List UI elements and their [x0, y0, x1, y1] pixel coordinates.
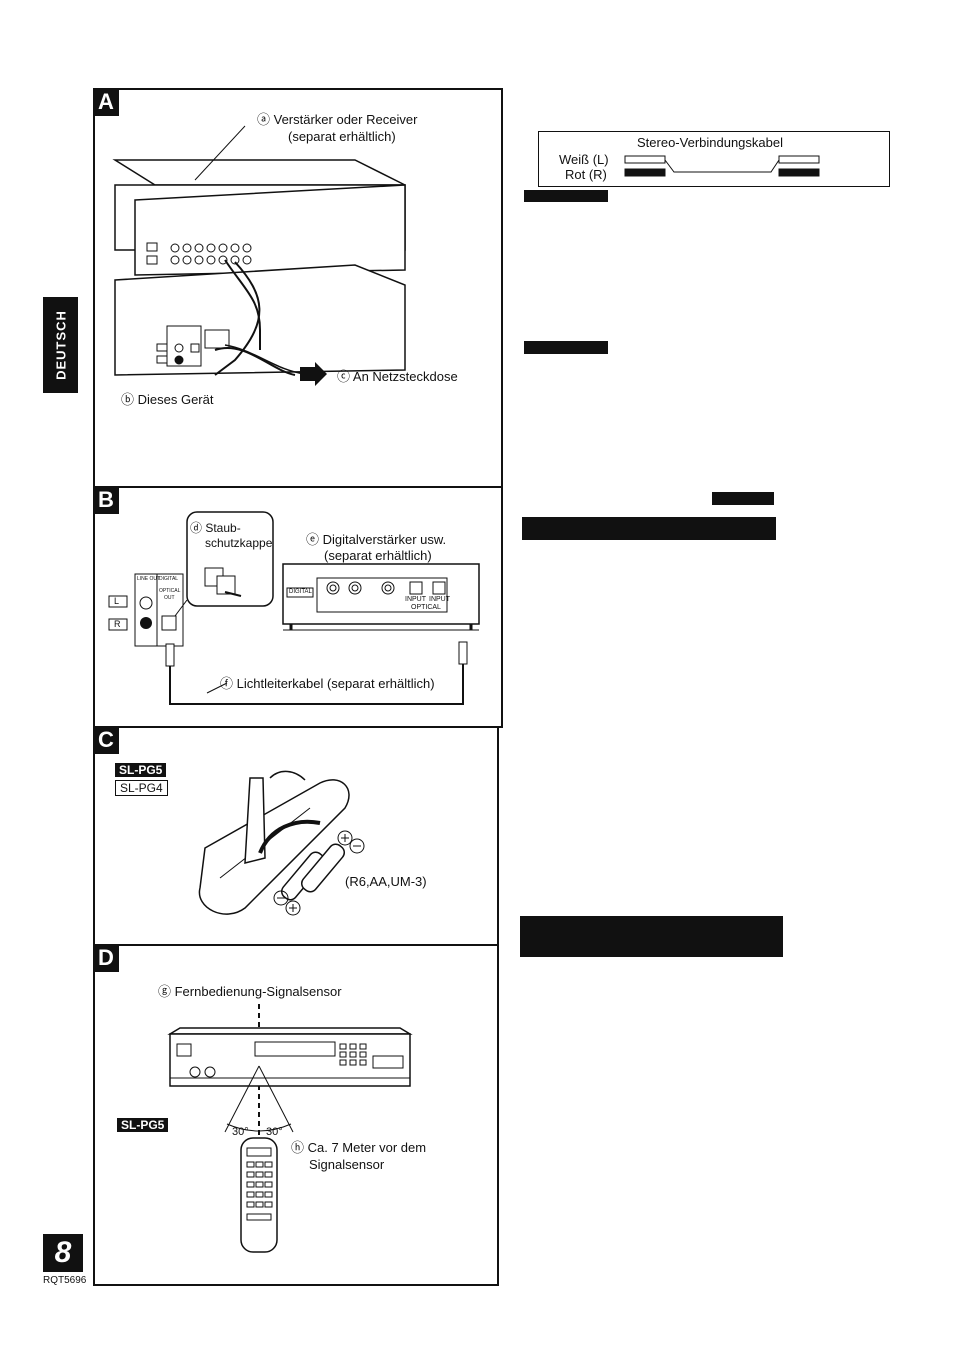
optical-connection-diagram	[108, 511, 480, 705]
remote-range-diagram	[167, 1004, 413, 1253]
jack-line-out: LINE OUT	[137, 576, 161, 582]
connection-diagram-a	[112, 125, 406, 386]
cable-title: Stereo-Verbindungskabel	[637, 135, 783, 150]
digital-amp-label: ⓔ Digitalverstärker usw.	[306, 532, 447, 547]
panel-letter-b: B	[93, 486, 119, 514]
digital-amp-sublabel: (separat erhältlich)	[324, 548, 432, 563]
heading-bar-4	[522, 517, 776, 540]
battery-type-label: (R6,AA,UM-3)	[345, 874, 427, 889]
panel-c: C SL-PG5 SL-PG4 (R6,AA,UM-3)	[93, 726, 499, 946]
model-tag-sl-pg4: SL-PG4	[115, 780, 168, 796]
cap-label: ⓓ Staub-	[190, 521, 241, 535]
cap-sublabel: schutzkappe	[205, 536, 273, 550]
signal-sensor-label: ⓖ Fernbedienung-Signalsensor	[158, 984, 342, 999]
battery-insertion-diagram	[198, 770, 365, 916]
document-code: RQT5696	[43, 1275, 87, 1286]
cable-white-label: Weiß (L)	[559, 152, 609, 167]
panel-a: A	[93, 88, 503, 488]
amp-input-2: INPUT	[429, 596, 450, 603]
cable-red-label: Rot (R)	[565, 167, 607, 182]
cable-legend-box: Stereo-Verbindungskabel Weiß (L) Rot (R)	[538, 131, 890, 187]
stereo-cable-icon	[624, 155, 820, 177]
heading-bar-3	[712, 492, 774, 505]
language-tab: DEUTSCH	[43, 297, 78, 393]
model-tag-sl-pg5-d: SL-PG5	[117, 1118, 169, 1132]
panel-b: B ⓓ Staub-	[93, 486, 503, 728]
jack-optical: OPTICAL	[159, 588, 181, 594]
heading-bar-2	[524, 341, 608, 354]
channel-right: R	[114, 619, 121, 629]
heading-bar-1	[524, 190, 608, 202]
distance-label: ⓗ Ca. 7 Meter vor dem	[291, 1140, 427, 1155]
fiber-cable-label: ⓕ Lichtleiterkabel (separat erhältlich)	[220, 676, 435, 691]
panel-letter-c: C	[93, 726, 119, 754]
unit-label: ⓑ Dieses Gerät	[121, 392, 214, 407]
panel-letter-a: A	[93, 88, 119, 116]
heading-bar-5	[520, 916, 783, 957]
amp-digital-label: DIGITAL	[289, 589, 312, 595]
page-number: 8	[43, 1234, 83, 1272]
channel-left: L	[114, 596, 120, 606]
amplifier-label: ⓐ Verstärker oder Receiver	[257, 112, 418, 127]
amplifier-sublabel: (separat erhältlich)	[288, 129, 396, 144]
jack-out: OUT	[164, 595, 175, 601]
panel-d: D ⓖ Fernbedienung-Signalsensor	[93, 944, 499, 1286]
amp-optical-label: OPTICAL	[411, 604, 441, 611]
amp-input-1: INPUT	[405, 596, 426, 603]
angle-left-label: 30°	[232, 1126, 249, 1138]
panel-letter-d: D	[93, 944, 119, 972]
outlet-label: ⓒ An Netzsteckdose	[337, 369, 458, 384]
jack-digital: DIGITAL	[159, 576, 179, 582]
angle-right-label: 30°	[266, 1126, 283, 1138]
distance-sublabel: Signalsensor	[309, 1157, 385, 1172]
model-tag-sl-pg5: SL-PG5	[115, 763, 167, 777]
